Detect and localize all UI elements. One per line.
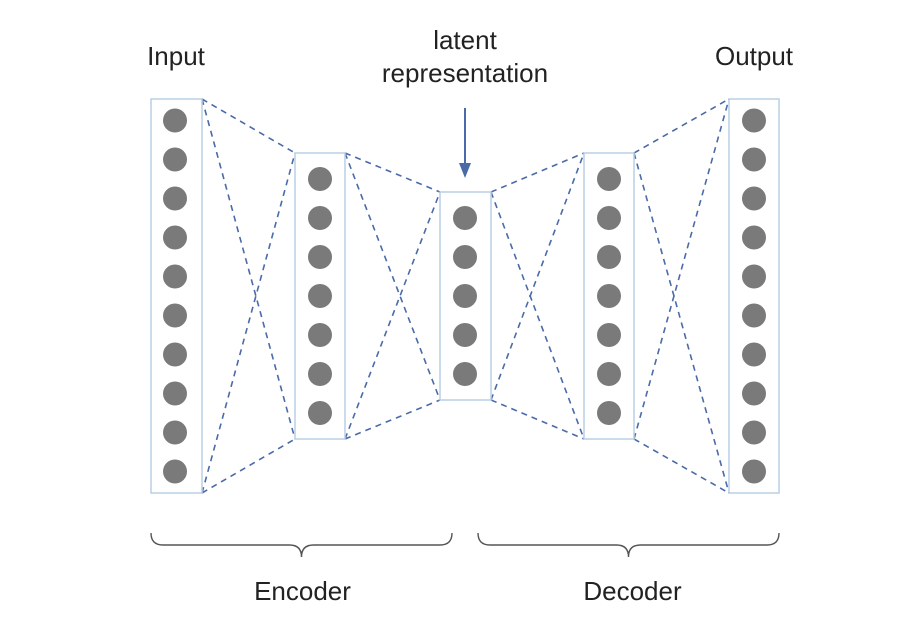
layer-group [150, 98, 780, 494]
neuron-decoder-hidden-4 [597, 284, 621, 308]
neuron-input-6 [163, 303, 187, 328]
neuron-encoder-hidden-5 [308, 323, 332, 347]
neuron-output-2 [742, 147, 766, 172]
layer-input [150, 98, 203, 494]
neuron-decoder-hidden-6 [597, 362, 621, 386]
neuron-output-5 [742, 264, 766, 289]
neuron-output-1 [742, 108, 766, 133]
neuron-input-7 [163, 342, 187, 367]
connection-line-3-1 [633, 438, 730, 494]
connection-line-2-0 [490, 152, 585, 193]
neuron-encoder-hidden-7 [308, 401, 332, 425]
encoder-brace [150, 532, 453, 558]
neuron-input-1 [163, 108, 187, 133]
neuron-input-2 [163, 147, 187, 172]
neuron-encoder-hidden-6 [308, 362, 332, 386]
neuron-input-8 [163, 381, 187, 406]
layer-latent [439, 191, 492, 401]
output-label: Output [714, 41, 794, 71]
neuron-input-10 [163, 459, 187, 484]
neuron-encoder-hidden-4 [308, 284, 332, 308]
neuron-output-3 [742, 186, 766, 211]
connection-line-3-2 [633, 152, 730, 494]
connection-line-1-1 [344, 399, 441, 440]
neuron-input-5 [163, 264, 187, 289]
connection-line-0-1 [201, 438, 296, 494]
connection-line-0-3 [201, 152, 296, 494]
connection-line-0-2 [201, 98, 296, 440]
connection-line-3-3 [633, 98, 730, 440]
latent-label-line2: representation [381, 58, 549, 88]
input-label: Input [147, 41, 205, 71]
connection-line-2-1 [490, 399, 585, 440]
neuron-decoder-hidden-2 [597, 206, 621, 230]
decoder-label: Decoder [583, 576, 682, 606]
neuron-input-3 [163, 186, 187, 211]
neuron-output-4 [742, 225, 766, 250]
connection-line-1-0 [344, 152, 441, 193]
neuron-output-8 [742, 381, 766, 406]
neuron-output-10 [742, 459, 766, 484]
neuron-decoder-hidden-3 [597, 245, 621, 269]
connection-line-3-0 [633, 98, 730, 154]
connection-lines [201, 98, 730, 494]
connection-line-1-2 [344, 152, 441, 401]
neuron-output-7 [742, 342, 766, 367]
layer-output [728, 98, 780, 494]
neuron-latent-5 [453, 362, 477, 386]
neuron-latent-1 [453, 206, 477, 230]
neuron-decoder-hidden-7 [597, 401, 621, 425]
neuron-latent-3 [453, 284, 477, 308]
neuron-input-4 [163, 225, 187, 250]
neuron-decoder-hidden-1 [597, 167, 621, 191]
neuron-output-9 [742, 420, 766, 445]
neuron-encoder-hidden-2 [308, 206, 332, 230]
connection-line-1-3 [344, 191, 441, 440]
layer-encoder-hidden [294, 152, 346, 440]
latent-arrow [459, 108, 471, 178]
neuron-decoder-hidden-5 [597, 323, 621, 347]
connection-line-2-2 [490, 191, 585, 440]
connection-line-2-3 [490, 152, 585, 401]
encoder-label: Encoder [254, 576, 351, 606]
neuron-encoder-hidden-3 [308, 245, 332, 269]
latent-arrow-head [459, 163, 471, 178]
neuron-input-9 [163, 420, 187, 445]
latent-representation-label: latent representation [345, 24, 585, 90]
latent-label-line1: latent [433, 25, 497, 55]
braces-group [150, 532, 780, 558]
layer-decoder-hidden [583, 152, 635, 440]
layer-box-decoder-hidden [583, 152, 635, 440]
neuron-latent-2 [453, 245, 477, 269]
neuron-latent-4 [453, 323, 477, 347]
connection-line-0-0 [201, 98, 296, 154]
neuron-encoder-hidden-1 [308, 167, 332, 191]
decoder-brace [477, 532, 780, 558]
neuron-output-6 [742, 303, 766, 328]
